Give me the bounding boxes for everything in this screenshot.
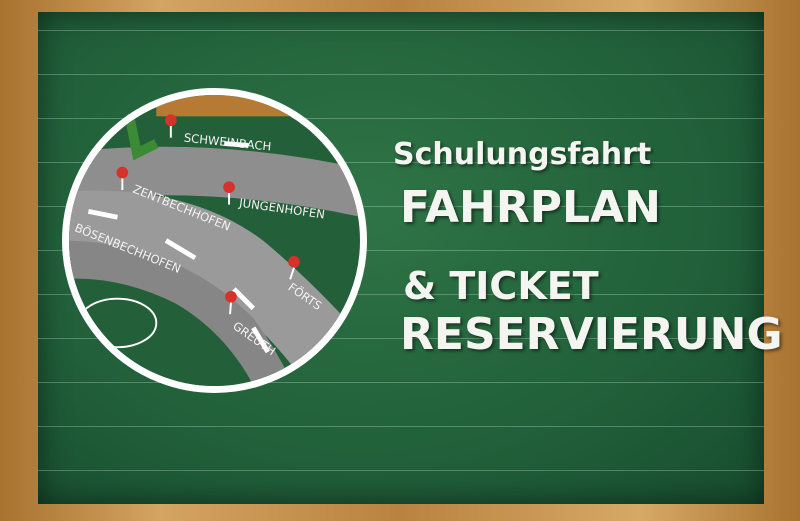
title-reservierung[interactable]: RESERVIERUNG — [400, 309, 783, 360]
subtitle: Schulungsfahrt — [393, 137, 652, 172]
title-ticket[interactable]: & TICKET — [403, 264, 599, 308]
title-fahrplan[interactable]: FAHRPLAN — [400, 182, 661, 233]
pin-icons — [116, 114, 300, 315]
route-map-image[interactable]: SCHWEINBACH ZENTBECHHOFEN JUNGENHOFEN BÖ… — [62, 88, 367, 393]
